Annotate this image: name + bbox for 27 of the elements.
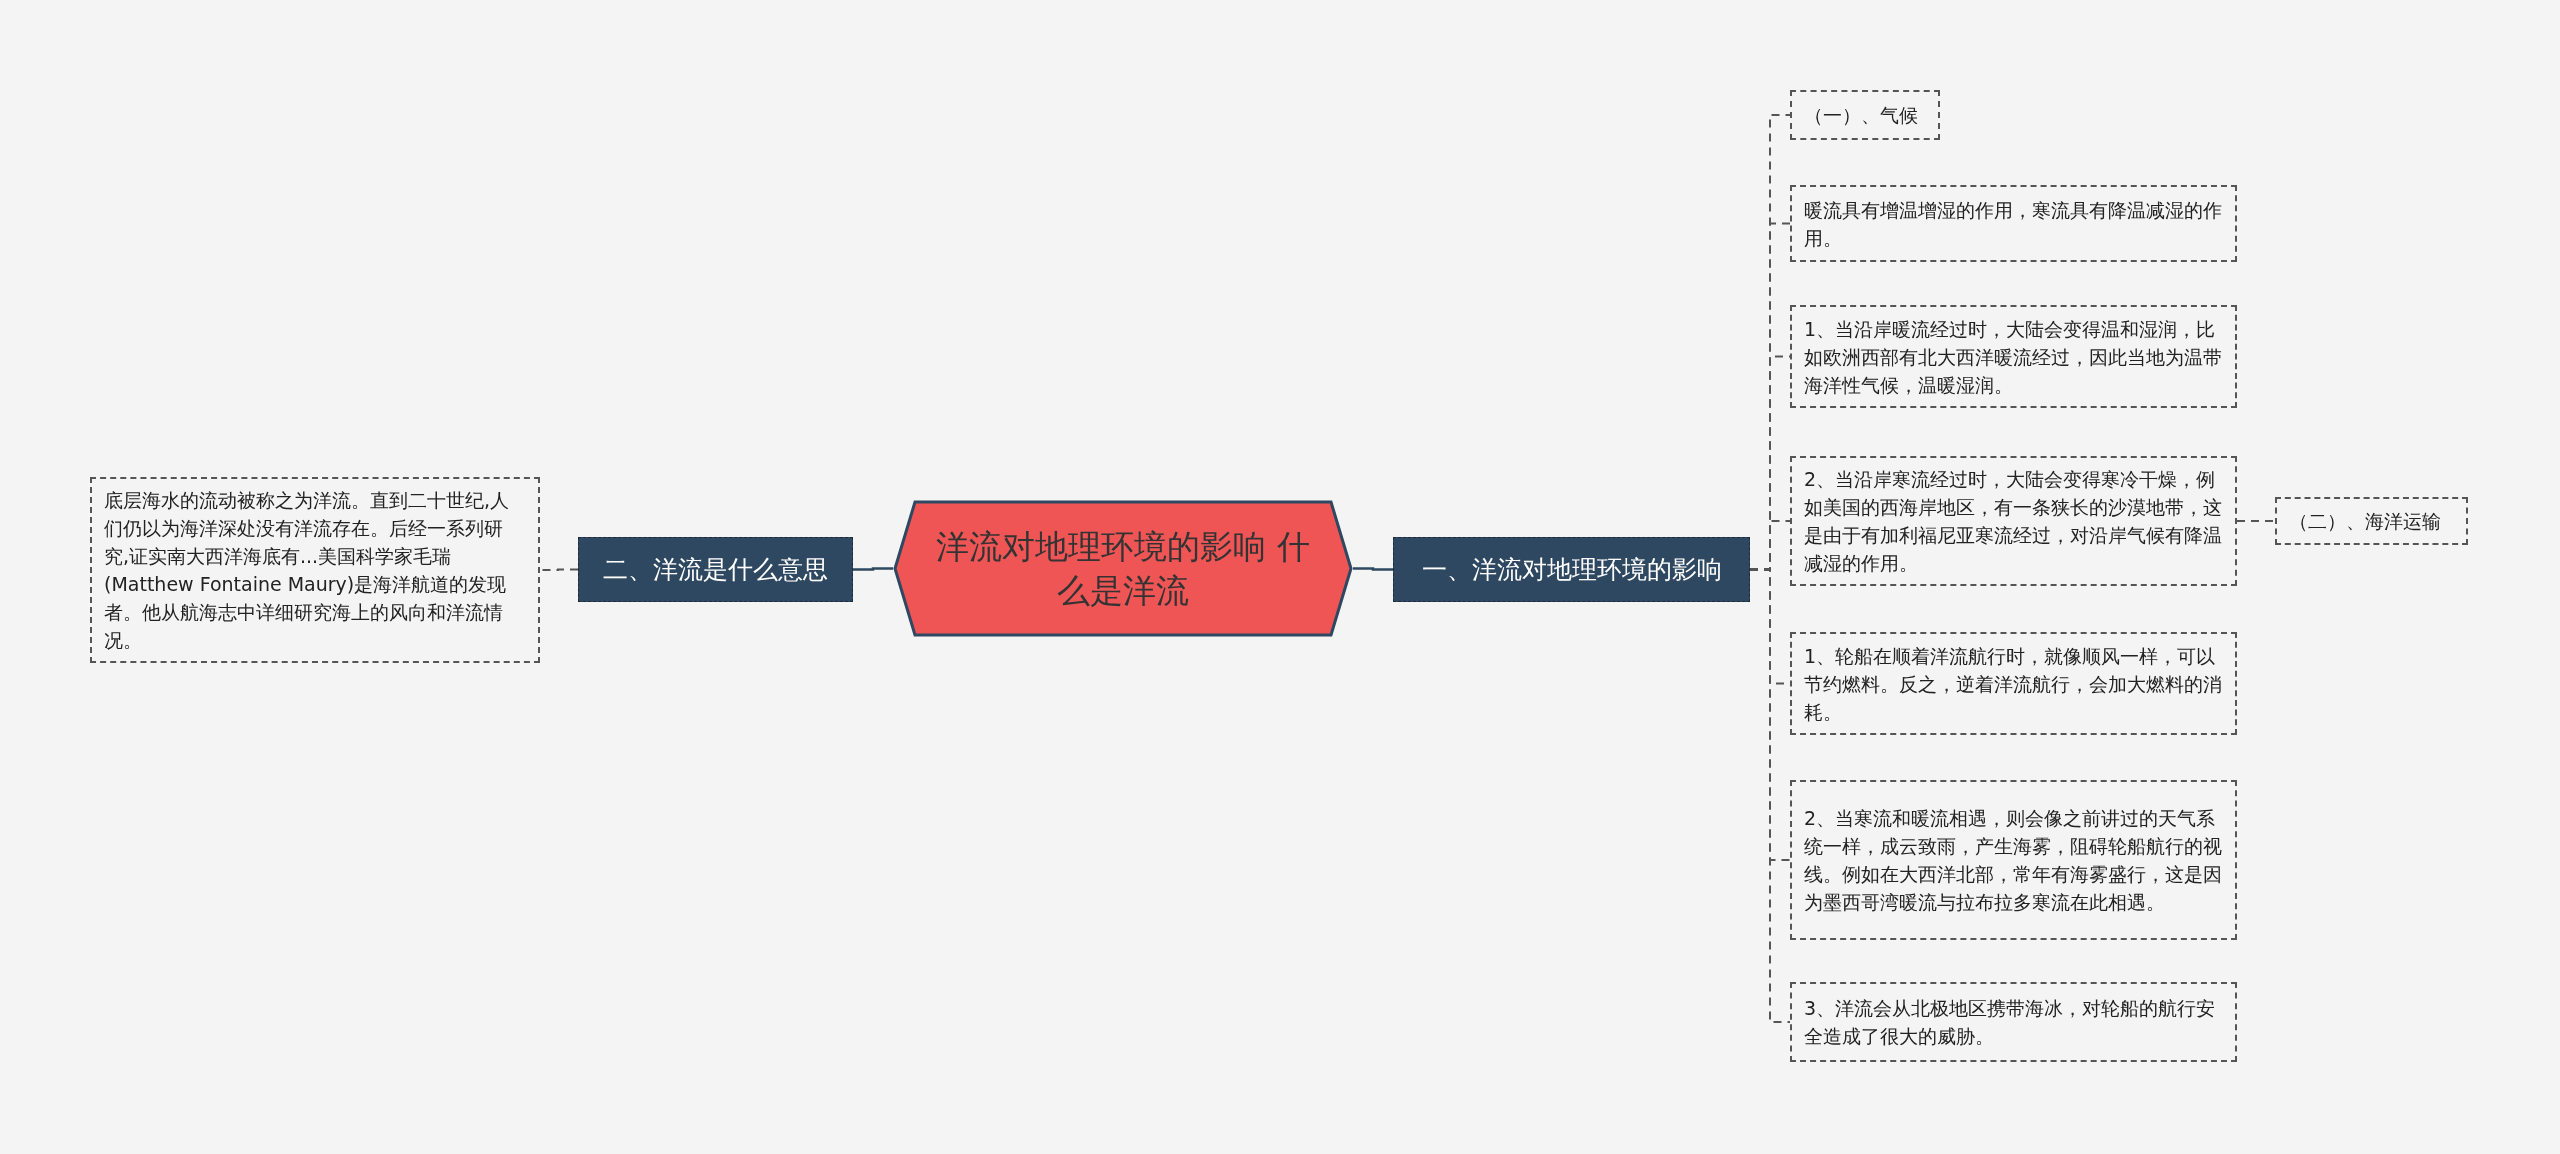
note-text: （二）、海洋运输 [2289, 509, 2441, 534]
text-box [1790, 632, 2237, 735]
topic-hexagon [893, 500, 1353, 637]
note-text: 1、轮船在顺着洋流航行时，就像顺风一样，可以节约燃料。反之，逆着洋流航行，会加大燃料的消耗。 [1804, 643, 2223, 725]
text-box [1790, 90, 1940, 140]
note-text: （一）、气候 [1804, 103, 1918, 128]
branch-text: 二、洋流是什么意思 [603, 554, 828, 586]
note-text: 1、当沿岸暖流经过时，大陆会变得温和湿润，比如欧洲西部有北大西洋暖流经过，因此当地为温带海洋性气候，温暖湿润。 [1804, 316, 2223, 398]
text-box [1790, 982, 2237, 1062]
text-box [1790, 185, 2237, 262]
connector-line [1353, 567, 1393, 571]
note-text: 2、当寒流和暖流相遇，则会像之前讲过的天气系统一样，成云致雨，产生海雾，阻碍轮船航行的视线。例如在大西洋北部，常年有海雾盛行，这是因为墨西哥湾暖流与拉布拉多寒流在此相遇。 [1804, 806, 2223, 915]
topic-text: 洋流对地理环境的影响 什么是洋流 [935, 525, 1311, 612]
text-box [1790, 305, 2237, 408]
note-text: 2、当沿岸寒流经过时，大陆会变得寒冷干燥，例如美国的西海岸地区，有一条狭长的沙漠地带，这是由于有加利福尼亚寒流经过，对沿岸气候有降温减湿的作用。 [1804, 467, 2223, 576]
note-text: 底层海水的流动被称之为洋流。直到二十世纪,人们仍以为海洋深处没有洋流存在。后经一系列研究,证实南大西洋海底有...美国科学家毛瑞(Matthew Fontaine Maury)是海洋航道的发现者。他从航海志中详细研究海上的风向和洋流情况。 [104, 488, 511, 653]
branch-text: 一、洋流对地理环境的影响 [1421, 554, 1722, 586]
connector-line [853, 567, 893, 571]
note-text: 暖流具有增温增湿的作用，寒流具有降温减湿的作用。 [1804, 197, 2223, 251]
note-text: 3、洋流会从北极地区携带海冰，对轮船的航行安全造成了很大的威胁。 [1804, 996, 2217, 1049]
branch-box [1393, 537, 1750, 602]
connector-line [2236, 520, 2276, 522]
text-box [2275, 497, 2468, 545]
text-box [1790, 456, 2237, 586]
branch-box [578, 537, 853, 602]
text-box [90, 477, 540, 663]
text-box [1790, 780, 2237, 940]
